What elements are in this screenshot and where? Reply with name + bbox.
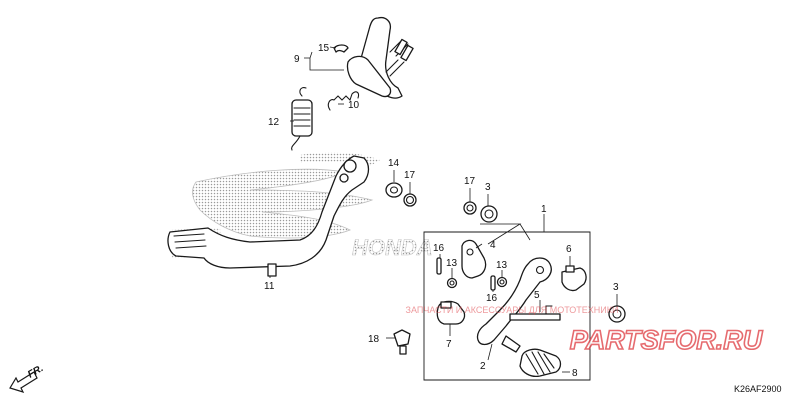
part-7-joint: [436, 300, 466, 325]
part-label-13-left[interactable]: 13: [446, 258, 458, 269]
part-label-16-left[interactable]: 16: [433, 243, 445, 254]
part-label-16-center[interactable]: 16: [486, 293, 498, 304]
part-label-12[interactable]: 12: [268, 117, 280, 128]
part-label-13-center[interactable]: 13: [496, 260, 508, 271]
part-label-8[interactable]: 8: [572, 368, 578, 379]
part-label-3-lower[interactable]: 3: [613, 282, 619, 293]
diagram-code: K26AF2900: [734, 384, 782, 394]
part-9-bracket-rod: [346, 16, 414, 99]
part-label-5[interactable]: 5: [534, 290, 540, 301]
part-label-7[interactable]: 7: [446, 339, 452, 350]
part-label-6[interactable]: 6: [566, 244, 572, 255]
part-label-18[interactable]: 18: [368, 334, 380, 345]
part-1-pedal-arm: [476, 257, 552, 353]
part-14-washer: [385, 182, 403, 198]
part-label-11[interactable]: 11: [264, 281, 275, 292]
part-label-9[interactable]: 9: [294, 54, 300, 65]
part-15-clip: [333, 44, 349, 53]
part-13-washer-left: [446, 277, 458, 289]
part-label-15[interactable]: 15: [318, 43, 330, 54]
part-label-1[interactable]: 1: [541, 204, 547, 215]
part-label-17-right[interactable]: 17: [464, 176, 476, 187]
part-11-brake-pedal: [167, 155, 370, 277]
part-label-4[interactable]: 4: [490, 240, 496, 251]
part-number-labels: 15 9 10 12 14 17 17 3 1 16 4 6 13 13 16 …: [264, 43, 619, 379]
brand-mark-text: HONDA: [352, 235, 433, 260]
watermark-logo: PARTSFOR.RU: [570, 325, 764, 355]
part-5-rod: [509, 305, 561, 321]
part-16-pin-left: [436, 257, 442, 275]
part-8-pedal-rubber: [519, 348, 562, 378]
part-12-return-spring: [291, 87, 313, 151]
part-16-pin-center: [490, 275, 496, 291]
part-label-10[interactable]: 10: [348, 100, 360, 111]
part-3-seal-upper: [480, 205, 498, 223]
front-direction-indicator: FR.: [9, 363, 45, 393]
part-10-spring: [327, 91, 360, 111]
assembly-box-part-1: [423, 223, 591, 381]
front-arrow-label: FR.: [26, 363, 45, 381]
part-label-17-upper[interactable]: 17: [404, 170, 416, 181]
leader-lines: [269, 46, 618, 373]
watermark-tagline: ЗАПЧАСТИ И АКСЕССУАРЫ ДЛЯ МОТОТЕХНИКИ: [406, 305, 619, 315]
part-label-3-upper[interactable]: 3: [485, 182, 491, 193]
part-label-2[interactable]: 2: [480, 361, 486, 372]
part-18-bolt: [393, 329, 411, 355]
part-label-14[interactable]: 14: [388, 158, 400, 169]
partsfor-watermark: ЗАПЧАСТИ И АКСЕССУАРЫ ДЛЯ МОТОТЕХНИКИ PA…: [406, 305, 765, 356]
part-17-oring-right: [463, 201, 477, 215]
part-6-clevis: [561, 265, 587, 292]
part-13-washer-center: [496, 276, 508, 288]
front-arrow-icon: [9, 371, 38, 393]
part-17-oring-upper: [403, 193, 417, 207]
part-4-arm: [461, 239, 487, 279]
